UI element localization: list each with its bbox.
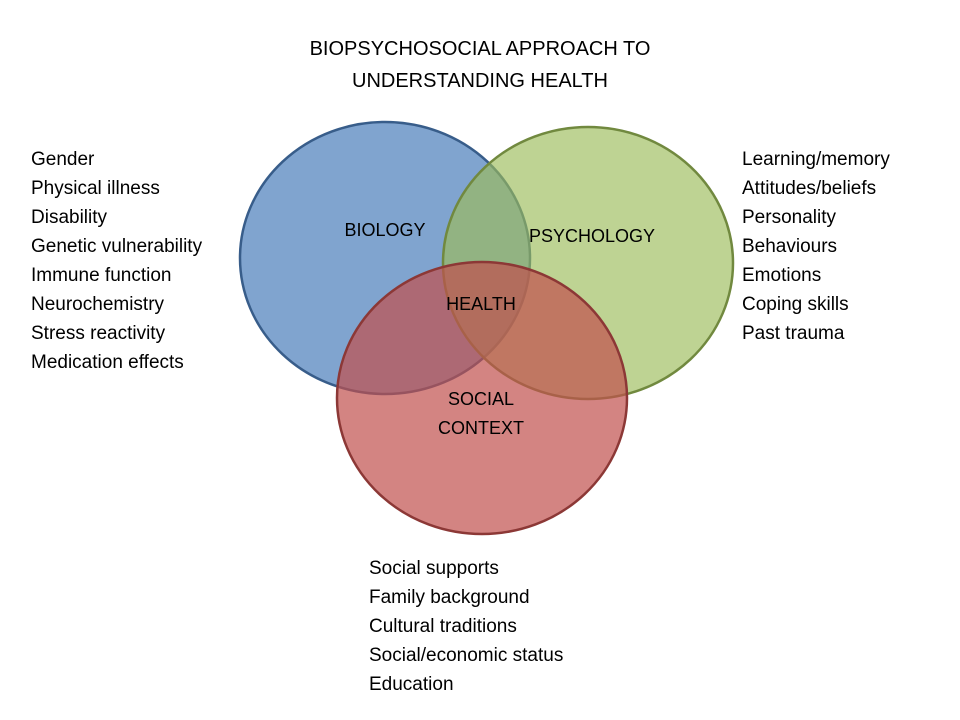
- psychology-factor-item: Past trauma: [742, 323, 845, 344]
- psychology-factor-item: Behaviours: [742, 236, 838, 257]
- health-label: HEALTH: [446, 294, 516, 314]
- social-context-circle: [335, 260, 629, 536]
- psychology-factor-item: Coping skills: [742, 294, 849, 315]
- biology-factor-item: Physical illness: [31, 178, 160, 199]
- biology-factor-item: Disability: [31, 207, 108, 228]
- social-factor-item: Social supports: [369, 558, 499, 579]
- psychology-factor-list: Learning/memory Attitudes/beliefs Person…: [742, 145, 890, 348]
- diagram-title-line-1: BIOPSYCHOSOCIAL APPROACH TO: [309, 38, 651, 60]
- social-factor-item: Cultural traditions: [369, 616, 517, 637]
- psychology-factor-item: Attitudes/beliefs: [742, 178, 877, 199]
- biology-factor-item: Genetic vulnerability: [31, 236, 203, 257]
- biology-factor-list: Gender Physical illness Disability Genet…: [31, 145, 202, 377]
- psychology-label: PSYCHOLOGY: [529, 226, 655, 246]
- social-factor-item: Social/economic status: [369, 645, 564, 666]
- social-factor-item: Education: [369, 674, 454, 695]
- diagram-title-line-2: UNDERSTANDING HEALTH: [352, 70, 608, 92]
- social-factor-list: Social supports Family background Cultur…: [369, 554, 563, 699]
- social-label-line-1: SOCIAL: [448, 389, 514, 409]
- social-factor-item: Family background: [369, 587, 530, 608]
- biology-factor-item: Medication effects: [31, 352, 184, 373]
- psychology-factor-item: Emotions: [742, 265, 822, 286]
- biology-factor-item: Immune function: [31, 265, 172, 286]
- social-label-line-2: CONTEXT: [438, 418, 524, 438]
- psychology-factor-item: Learning/memory: [742, 149, 890, 170]
- biology-label: BIOLOGY: [344, 220, 425, 240]
- psychology-factor-item: Personality: [742, 207, 836, 228]
- biology-factor-item: Gender: [31, 149, 95, 170]
- biology-factor-item: Stress reactivity: [31, 323, 166, 344]
- biology-factor-item: Neurochemistry: [31, 294, 165, 315]
